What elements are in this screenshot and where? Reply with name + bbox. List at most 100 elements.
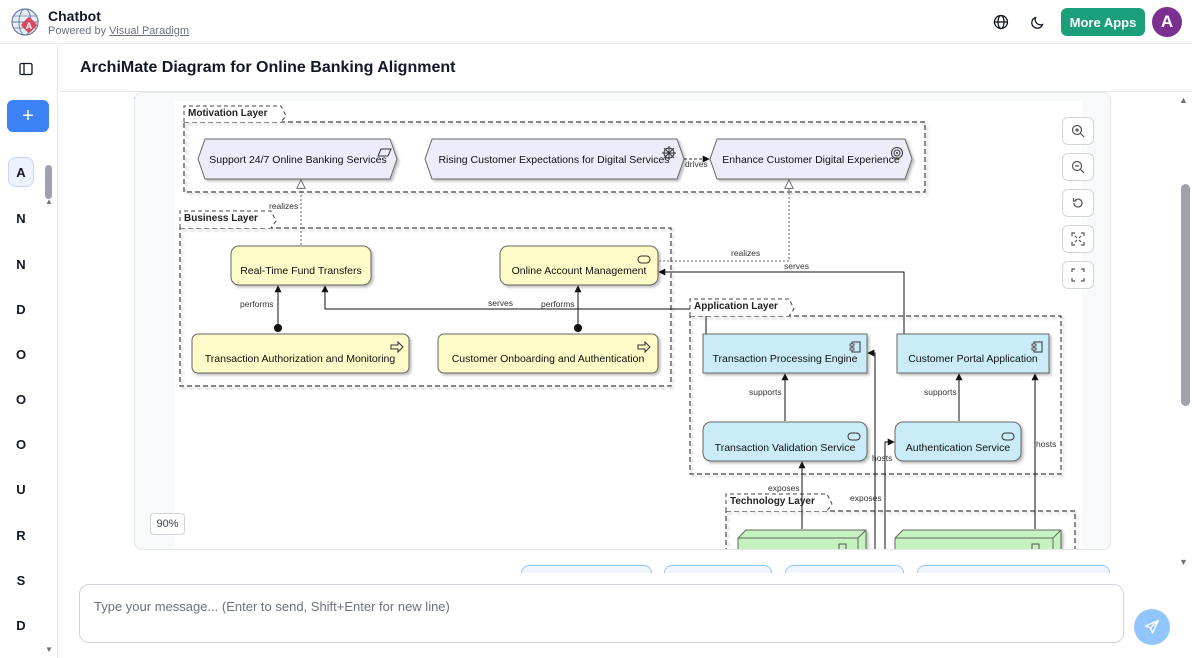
support-247-element[interactable]: [197, 138, 398, 180]
rising-expectations-element[interactable]: [424, 138, 685, 180]
main-scroll-down-icon[interactable]: ▼: [1179, 557, 1188, 567]
suggestion-chip[interactable]: [917, 565, 1110, 573]
fund-transfers-label: Real-Time Fund Transfers: [240, 265, 362, 277]
enhance-experience-label: Enhance Customer Digital Experience: [722, 154, 900, 166]
reset-icon: [1072, 198, 1083, 208]
sidebar-scroll-up-icon[interactable]: ▲: [45, 197, 53, 206]
serves-label-1: serves: [784, 261, 809, 271]
requirement-icon: [377, 148, 392, 157]
powered-by: Powered by Visual Paradigm: [48, 25, 189, 37]
chat-item-3[interactable]: N: [16, 256, 26, 272]
more-apps-button[interactable]: More Apps: [1061, 8, 1145, 36]
serves-connector-2[interactable]: [321, 285, 707, 334]
portal-app-element[interactable]: [896, 333, 1050, 374]
new-chat-button[interactable]: +: [7, 100, 49, 132]
fit-icon: [1071, 232, 1085, 246]
app-title: Chatbot: [48, 8, 101, 24]
technology-layer[interactable]: Technology Layer: [725, 493, 1076, 550]
realizes-label-1: realizes: [269, 201, 298, 211]
onboarding-element[interactable]: [437, 333, 659, 374]
serves-label-2: serves: [488, 298, 513, 308]
validation-service-element[interactable]: [702, 421, 868, 462]
realizes-label-2: realizes: [731, 248, 760, 258]
sidebar-panel-icon: [19, 62, 33, 76]
avatar[interactable]: A: [1152, 7, 1182, 37]
component-icon-2: [1031, 341, 1043, 353]
tech-node-1[interactable]: [737, 529, 867, 550]
processing-engine-element[interactable]: [702, 333, 868, 374]
zoom-level-indicator: 90%: [150, 513, 185, 535]
zoom-out-button[interactable]: [1062, 153, 1094, 181]
drives-label: drives: [685, 159, 708, 169]
zoom-in-button[interactable]: [1062, 117, 1094, 145]
performs-label-1: performs: [240, 299, 274, 309]
main-scroll-up-icon[interactable]: ▲: [1179, 95, 1188, 105]
message-input[interactable]: [94, 595, 1104, 617]
fullscreen-button[interactable]: [1062, 261, 1094, 289]
validation-service-label: Transaction Validation Service: [715, 442, 856, 454]
archimate-diagram[interactable]: Motivation Layer Support 24/7 Online Ban…: [175, 101, 1082, 550]
chat-item-8[interactable]: U: [16, 481, 26, 497]
driver-icon: [662, 146, 676, 160]
realizes-connector-2[interactable]: [659, 180, 789, 262]
supports-label-2: supports: [924, 387, 957, 397]
hosts-connector-1[interactable]: [884, 438, 895, 549]
sidebar-scrollbar[interactable]: [45, 165, 52, 199]
account-management-label: Online Account Management: [512, 265, 647, 277]
chat-item-4[interactable]: D: [16, 301, 26, 317]
support-247-label: Support 24/7 Online Banking Services: [209, 154, 386, 166]
theme-toggle-button[interactable]: [1026, 10, 1050, 34]
message-composer: [79, 584, 1124, 643]
service-icon-2: [847, 432, 861, 441]
chat-item-10[interactable]: S: [16, 572, 26, 588]
suggestion-chip[interactable]: [785, 565, 904, 573]
tech-node-2[interactable]: [894, 529, 1062, 550]
application-layer-title: Application Layer: [694, 301, 778, 312]
motivation-layer[interactable]: Motivation Layer: [183, 105, 926, 193]
account-management-element[interactable]: [499, 245, 659, 286]
exposes-connector-2[interactable]: [867, 349, 876, 549]
exposes-label-2: exposes: [850, 493, 882, 503]
chat-item-2[interactable]: N: [16, 210, 26, 226]
fund-transfers-element[interactable]: [230, 245, 372, 286]
send-button[interactable]: [1134, 609, 1170, 645]
zoom-out-icon: [1071, 160, 1085, 174]
main-scrollbar[interactable]: [1181, 184, 1190, 406]
zoom-in-icon: [1071, 124, 1085, 138]
chat-item-11[interactable]: D: [16, 617, 26, 633]
sidebar-scroll-down-icon[interactable]: ▼: [45, 645, 53, 654]
suggestion-chip[interactable]: [521, 565, 652, 573]
application-layer[interactable]: Application Layer: [689, 298, 1062, 475]
portal-app-label: Customer Portal Application: [908, 353, 1038, 365]
authentication-service-element[interactable]: [894, 421, 1022, 462]
auth-monitoring-element[interactable]: [191, 333, 410, 374]
processing-engine-label: Transaction Processing Engine: [713, 353, 858, 365]
diagram-viewer[interactable]: Motivation Layer Support 24/7 Online Ban…: [134, 92, 1111, 550]
onboarding-label: Customer Onboarding and Authentication: [452, 353, 645, 365]
business-layer[interactable]: Business Layer: [179, 210, 672, 387]
fit-view-button[interactable]: [1062, 225, 1094, 253]
suggestion-chip[interactable]: [664, 565, 772, 573]
chat-item-1[interactable]: A: [8, 157, 34, 187]
language-button[interactable]: [989, 10, 1013, 34]
serves-connector-1[interactable]: [658, 268, 905, 334]
svg-text:A: A: [26, 21, 33, 31]
hosts-label-2: hosts: [1036, 439, 1056, 449]
reset-view-button[interactable]: [1062, 189, 1094, 217]
supports-label-1: supports: [749, 387, 782, 397]
message-area: Motivation Layer Support 24/7 Online Ban…: [59, 92, 1192, 569]
send-icon: [1144, 619, 1160, 634]
chat-item-9[interactable]: R: [16, 527, 26, 543]
chat-item-6[interactable]: O: [15, 391, 27, 407]
sidebar-toggle-button[interactable]: [14, 57, 38, 81]
hosts-label-1: hosts: [872, 453, 892, 463]
chat-item-7[interactable]: O: [15, 436, 27, 452]
powered-by-prefix: Powered by: [48, 25, 110, 37]
auth-monitoring-label: Transaction Authorization and Monitoring: [205, 353, 396, 365]
chat-item-5[interactable]: O: [15, 346, 27, 362]
sidebar: + ▲ A N N D O O O U R S D ▼: [0, 45, 58, 658]
app-logo-icon: A: [11, 8, 39, 36]
service-icon: [637, 255, 651, 264]
visual-paradigm-link[interactable]: Visual Paradigm: [109, 25, 190, 37]
enhance-experience-element[interactable]: [709, 138, 913, 180]
